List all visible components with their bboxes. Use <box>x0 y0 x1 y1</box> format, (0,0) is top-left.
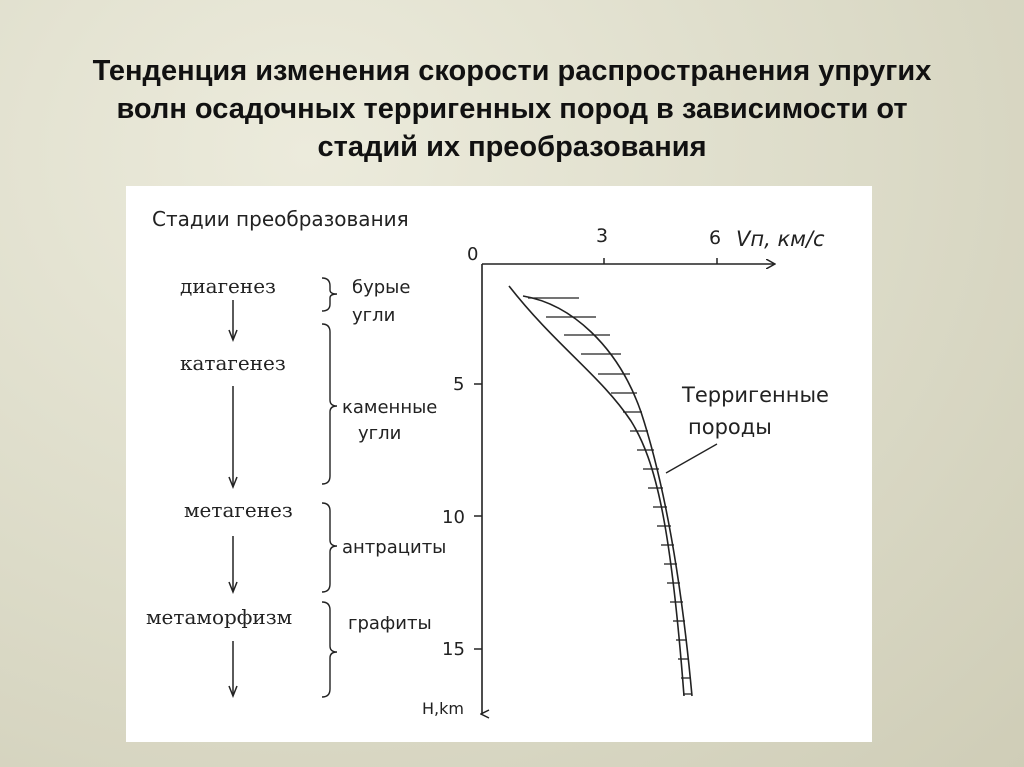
coal-graphite: графиты <box>348 613 432 634</box>
stage-metagenesis: метагенез <box>184 498 293 522</box>
stages-header: Стадии преобразования <box>152 207 409 231</box>
band-hatching <box>528 297 692 695</box>
title-line-2: волн осадочных терригенных пород в завис… <box>116 93 908 125</box>
x-tick-label-3: 3 <box>596 225 608 247</box>
brace-graphite <box>321 601 338 698</box>
stage-catagenesis: катагенез <box>180 351 286 375</box>
y-tick-label-10: 10 <box>442 507 465 528</box>
stage-arrowhead-3 <box>228 581 238 595</box>
coal-brown-line1: бурые <box>352 277 410 298</box>
coal-anthracite: антрациты <box>342 537 446 558</box>
slide-title: Тенденция изменения скорости распростран… <box>0 52 1024 166</box>
title-line-3: стадий их преобразования <box>317 131 707 163</box>
title-line-1: Тенденция изменения скорости распростран… <box>92 55 932 87</box>
coal-hard-line1: каменные <box>342 397 437 418</box>
curve-label-leader <box>665 443 718 474</box>
coal-hard-line2: угли <box>358 423 401 444</box>
coal-brown-line2: угли <box>352 305 395 326</box>
curve-label-line1: Терригенные <box>681 383 829 407</box>
stage-arrowhead-1 <box>228 329 238 343</box>
x-axis-label: Vп, км/с <box>736 227 825 251</box>
x-tick-label-6: 6 <box>709 227 721 249</box>
curve-label-line2: породы <box>688 415 772 439</box>
diagram-svg: Стадии преобразования диагенез катагенез… <box>146 207 829 742</box>
band-left-edge <box>508 285 685 697</box>
stage-metamorphism: метаморфизм <box>146 605 292 629</box>
brace-brown-coal <box>321 277 338 312</box>
x-axis-origin: 0 <box>467 244 478 265</box>
diagram-panel: Стадии преобразования диагенез катагенез… <box>126 186 872 742</box>
y-axis-label: H,km <box>422 699 464 718</box>
band-right-edge <box>522 295 693 697</box>
stage-diagenesis: диагенез <box>180 274 276 298</box>
brace-hard-coal <box>321 323 338 485</box>
stage-arrowhead-2 <box>228 476 238 490</box>
y-tick-label-5: 5 <box>453 374 464 395</box>
brace-anthracite <box>321 502 338 593</box>
y-tick-label-15: 15 <box>442 639 465 660</box>
stage-arrowhead-4 <box>228 685 238 699</box>
